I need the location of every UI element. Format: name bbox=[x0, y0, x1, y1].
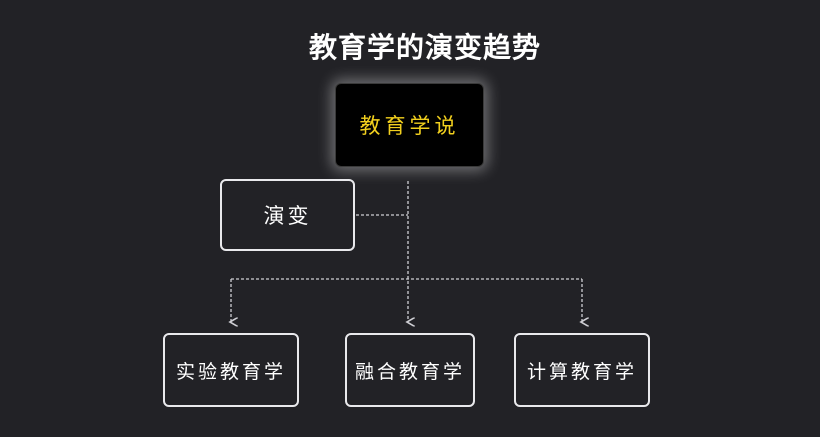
diagram-title: 教育学的演变趋势 bbox=[308, 31, 541, 64]
root-node-label: 教育学说 bbox=[359, 114, 460, 138]
child-node-integrated: 融合教育学 bbox=[345, 333, 475, 407]
child-node-computational: 计算教育学 bbox=[514, 333, 650, 407]
child-node-label: 实验教育学 bbox=[175, 360, 286, 383]
child-node-label: 计算教育学 bbox=[526, 360, 637, 383]
child-node-experimental: 实验教育学 bbox=[163, 333, 299, 407]
root-node: 教育学说 bbox=[335, 83, 484, 167]
child-node-label: 融合教育学 bbox=[354, 360, 465, 383]
evolution-node-label: 演变 bbox=[263, 204, 312, 228]
evolution-node: 演变 bbox=[220, 179, 355, 251]
